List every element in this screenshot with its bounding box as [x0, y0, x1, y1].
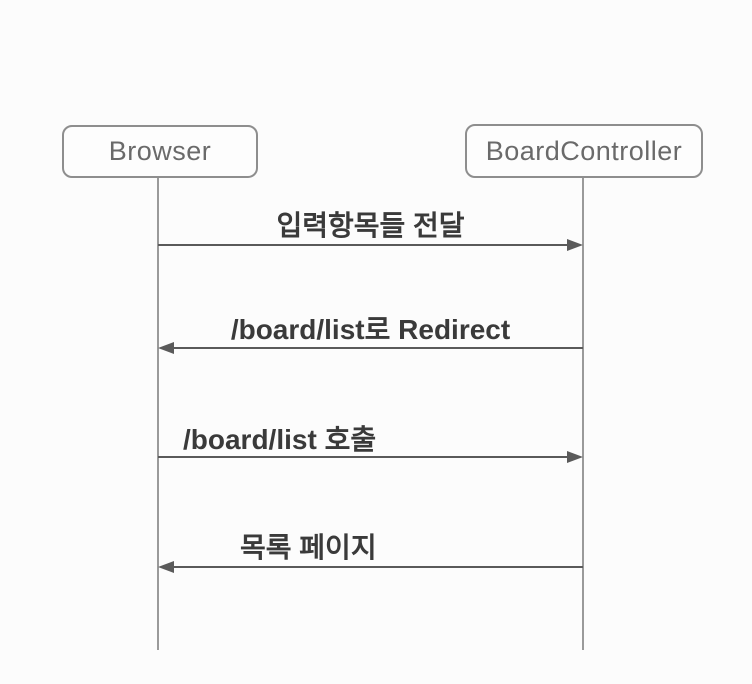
message-label-1: 입력항목들 전달 — [276, 210, 465, 241]
actor-box-browser: Browser — [62, 125, 258, 178]
message-label-2: /board/list로 Redirect — [230, 314, 511, 345]
actor-box-board-controller: BoardController — [465, 124, 703, 178]
message-arrow-3 — [158, 456, 569, 458]
arrowhead-right-icon — [567, 239, 583, 251]
arrowhead-left-icon — [158, 342, 174, 354]
message-arrow-4 — [172, 566, 583, 568]
arrowhead-left-icon — [158, 561, 174, 573]
lifeline-browser — [157, 178, 159, 650]
arrowhead-right-icon — [567, 451, 583, 463]
message-label-3: /board/list 호출 — [183, 424, 377, 455]
message-arrow-1 — [158, 244, 569, 246]
actor-label-board-controller: BoardController — [485, 135, 683, 166]
message-label-4: 목록 페이지 — [240, 532, 377, 563]
actor-label-browser: Browser — [108, 136, 212, 166]
lifeline-board-controller — [582, 178, 584, 650]
message-arrow-2 — [172, 347, 583, 349]
